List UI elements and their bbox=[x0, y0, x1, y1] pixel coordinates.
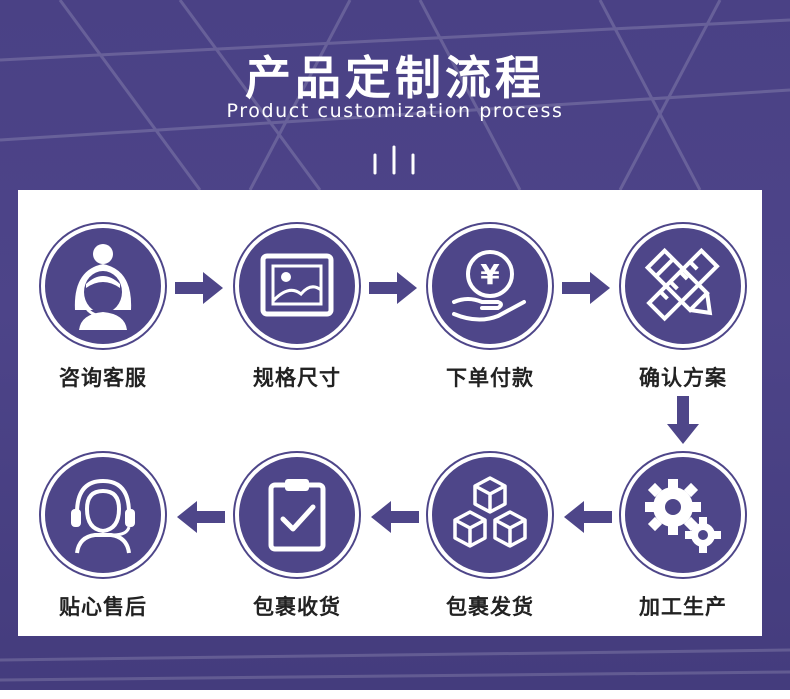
step-size: 规格尺寸 bbox=[235, 224, 359, 392]
page-title: 产品定制流程 bbox=[245, 51, 545, 105]
headset-icon bbox=[71, 478, 135, 554]
decorative-lines-icon bbox=[373, 145, 415, 175]
image-size-icon bbox=[260, 253, 334, 317]
step-size-label: 规格尺寸 bbox=[253, 366, 341, 390]
step-size-circle bbox=[235, 224, 359, 348]
arrow-down-icon bbox=[667, 396, 699, 444]
svg-text:¥: ¥ bbox=[480, 258, 500, 291]
step-confirm-circle bbox=[621, 224, 745, 348]
step-consult-label: 咨询客服 bbox=[59, 366, 147, 390]
clipboard-check-icon bbox=[268, 479, 326, 552]
step-production-circle bbox=[621, 453, 745, 577]
step-payment-label: 下单付款 bbox=[446, 366, 534, 390]
page-subtitle: Product customization process bbox=[226, 100, 564, 122]
arrow-right-icon bbox=[175, 272, 223, 304]
step-consult: 咨询客服 bbox=[41, 224, 165, 392]
step-after-sales: 贴心售后 bbox=[41, 453, 165, 621]
arrow-left-icon bbox=[177, 501, 225, 533]
process-panel: 咨询客服 规格尺寸 ¥ bbox=[18, 190, 762, 636]
step-confirm: 确认方案 bbox=[621, 224, 745, 392]
arrow-left-icon bbox=[371, 501, 419, 533]
payment-icon: ¥ bbox=[452, 250, 526, 322]
step-production-label: 加工生产 bbox=[639, 595, 727, 619]
step-ship: 包裹发货 bbox=[428, 453, 552, 621]
boxes-icon bbox=[453, 476, 527, 548]
step-payment: ¥ 下单付款 bbox=[428, 224, 552, 392]
customer-service-icon bbox=[74, 244, 132, 330]
step-confirm-label: 确认方案 bbox=[639, 366, 727, 390]
step-receive: 包裹收货 bbox=[235, 453, 359, 621]
step-production: 加工生产 bbox=[621, 453, 745, 621]
design-tools-icon bbox=[644, 247, 720, 322]
step-receive-label: 包裹收货 bbox=[253, 595, 341, 619]
step-ship-circle bbox=[428, 453, 552, 577]
step-consult-circle bbox=[41, 224, 165, 348]
step-ship-label: 包裹发货 bbox=[446, 595, 534, 619]
step-after-sales-circle bbox=[41, 453, 165, 577]
arrow-right-icon bbox=[562, 272, 610, 304]
gears-icon bbox=[645, 479, 721, 553]
arrow-right-icon bbox=[369, 272, 417, 304]
step-receive-circle bbox=[235, 453, 359, 577]
step-payment-circle: ¥ bbox=[428, 224, 552, 348]
arrow-left-icon bbox=[564, 501, 612, 533]
step-after-sales-label: 贴心售后 bbox=[59, 595, 147, 619]
